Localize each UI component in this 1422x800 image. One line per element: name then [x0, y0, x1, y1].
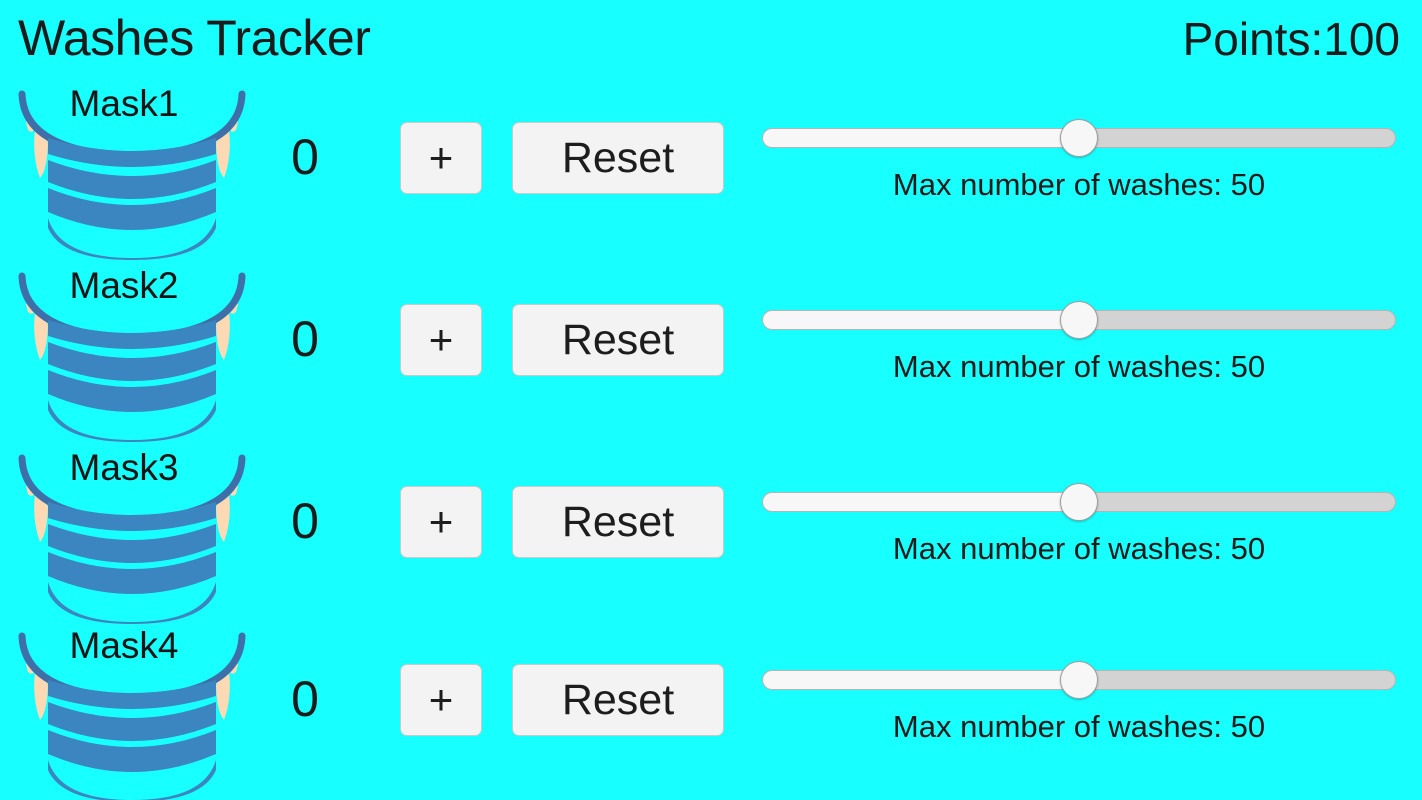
- page-title: Washes Tracker: [18, 10, 371, 66]
- slider-thumb[interactable]: [1060, 483, 1098, 521]
- face-mask-icon: [8, 446, 256, 624]
- face-mask-icon: [8, 82, 256, 260]
- max-washes-slider[interactable]: [762, 480, 1396, 524]
- max-washes-caption: Max number of washes: 50: [892, 709, 1266, 744]
- max-washes-caption: Max number of washes: 50: [892, 531, 1266, 566]
- face-mask-icon: [8, 624, 256, 800]
- max-washes-slider[interactable]: [762, 298, 1396, 342]
- app-header: Washes Tracker Points:100: [0, 0, 1422, 76]
- slider-thumb[interactable]: [1060, 119, 1098, 157]
- mask-row: Mask3 0 + Reset Max number of washes: 50: [0, 442, 1422, 624]
- slider-fill: [763, 493, 1079, 511]
- slider-fill: [763, 311, 1079, 329]
- slider-thumb[interactable]: [1060, 661, 1098, 699]
- slider-thumb[interactable]: [1060, 301, 1098, 339]
- wash-count: 0: [291, 129, 319, 185]
- wash-count: 0: [291, 493, 319, 549]
- increment-button[interactable]: +: [400, 304, 482, 376]
- max-washes-slider[interactable]: [762, 116, 1396, 160]
- max-washes-slider[interactable]: [762, 658, 1396, 702]
- increment-button[interactable]: +: [400, 664, 482, 736]
- points-display: Points:100: [1182, 13, 1400, 65]
- reset-button[interactable]: Reset: [512, 664, 724, 736]
- face-mask-icon: [8, 264, 256, 442]
- wash-count: 0: [291, 311, 319, 367]
- max-washes-caption: Max number of washes: 50: [892, 167, 1266, 202]
- max-washes-caption: Max number of washes: 50: [892, 349, 1266, 384]
- slider-fill: [763, 671, 1079, 689]
- increment-button[interactable]: +: [400, 122, 482, 194]
- increment-button[interactable]: +: [400, 486, 482, 558]
- mask-row: Mask2 0 + Reset Max number of washes: 50: [0, 260, 1422, 442]
- reset-button[interactable]: Reset: [512, 122, 724, 194]
- mask-row: Mask4 0 + Reset Max number of washes: 50: [0, 620, 1422, 800]
- mask-row: Mask1 0 + Reset Max number of washes: 50: [0, 78, 1422, 260]
- reset-button[interactable]: Reset: [512, 486, 724, 558]
- reset-button[interactable]: Reset: [512, 304, 724, 376]
- wash-count: 0: [291, 671, 319, 727]
- slider-fill: [763, 129, 1079, 147]
